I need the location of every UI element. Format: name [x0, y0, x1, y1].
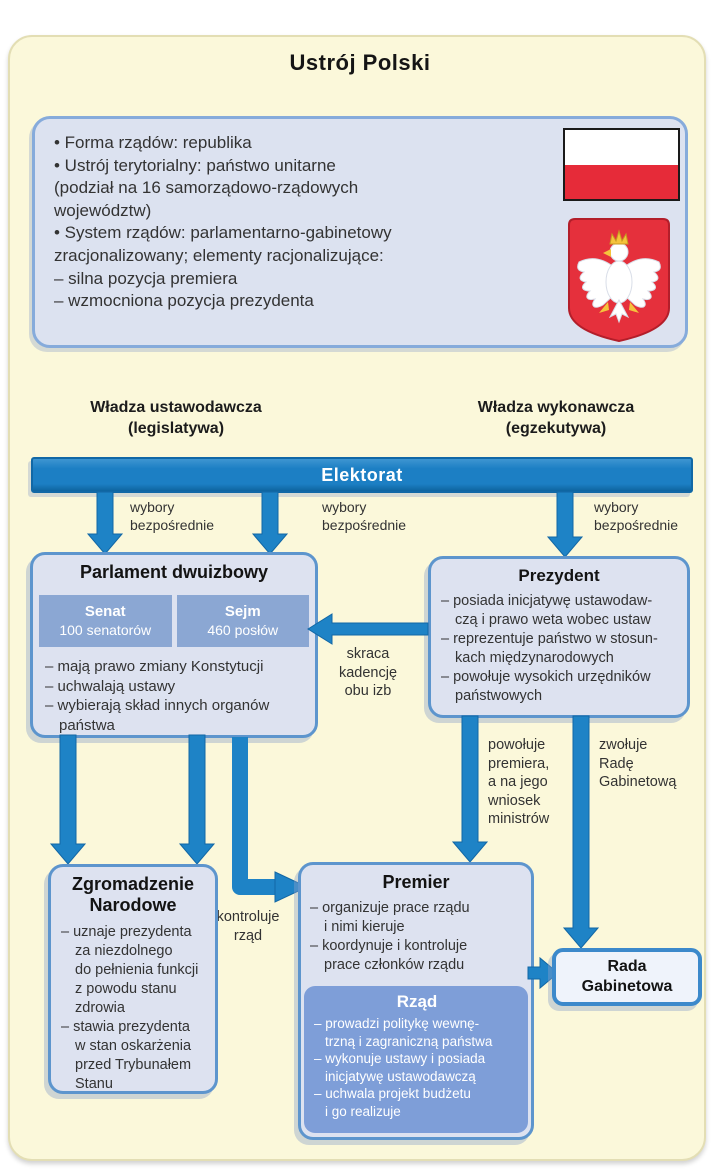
prezydent-item: – posiada inicjatywę ustawodaw-czą i pra…: [441, 593, 653, 628]
arrow-parlament-to-zgromadzenie-2: [178, 734, 216, 865]
arrow-parlament-kontroluje-rzad: [232, 737, 309, 903]
senat-name: Senat: [84, 602, 126, 620]
prezydent-item: – reprezentuje państwo w stosun-kach mię…: [441, 630, 658, 666]
parlament-chambers: Senat 100 senatorów Sejm 460 posłów: [39, 595, 309, 647]
arrow-elektorat-to-prezydent: [546, 491, 584, 558]
parlament-title: Parlament dwuizbowy: [79, 562, 269, 582]
node-rzad: Rząd – prowadzi politykę wewnę-trzną i z…: [304, 986, 528, 1133]
arrow-premier-to-rada: [527, 956, 559, 990]
elektorat-bar: Elektorat: [31, 457, 693, 493]
page-title: Ustrój Polski: [289, 50, 431, 75]
arrow-elektorat-to-parlament-2: [251, 491, 289, 555]
rzad-item: – prowadzi politykę wewnę-trzną i zagran…: [314, 1016, 493, 1049]
sejm-name: Sejm: [224, 602, 261, 620]
poland-flag-icon: [563, 128, 680, 201]
poland-coat-of-arms-icon: [568, 218, 670, 343]
senat-cell: Senat 100 senatorów: [39, 595, 172, 647]
rzad-title: Rząd: [396, 992, 438, 1011]
arrow-elektorat-to-parlament-1: [86, 491, 124, 555]
arrow-prezydent-skraca-kadencje: [307, 613, 429, 645]
prezydent-title: Prezydent: [518, 566, 600, 585]
node-parlament: Parlament dwuizbowy Senat 100 senatorów …: [30, 552, 318, 738]
parlament-item: – uchwalają ustawy: [45, 677, 176, 695]
arrow-prezydent-to-premier: [451, 715, 489, 863]
flag-red-stripe: [565, 164, 678, 199]
node-prezydent: Prezydent – posiada inicjatywę ustawodaw…: [428, 556, 690, 718]
intro-info-text: • Forma rządów: republika• Ustrój teryto…: [54, 133, 392, 311]
header-wladza-wykonawcza: Władza wykonawcza(egzekutywa): [477, 399, 635, 437]
arrow-parlament-to-zgromadzenie-1: [49, 734, 87, 865]
senat-detail: 100 senatorów: [59, 621, 152, 638]
parlament-item: – mają prawo zmiany Konstytucji: [45, 658, 264, 675]
arrow-prezydent-to-rada: [562, 715, 600, 949]
elektorat-label: Elektorat: [321, 464, 403, 485]
sejm-cell: Sejm 460 posłów: [176, 595, 309, 647]
header-wladza-ustawodawcza: Władza ustawodawcza(legislatywa): [90, 399, 262, 437]
premier-title: Premier: [382, 872, 450, 892]
sejm-detail: 460 posłów: [207, 621, 279, 638]
